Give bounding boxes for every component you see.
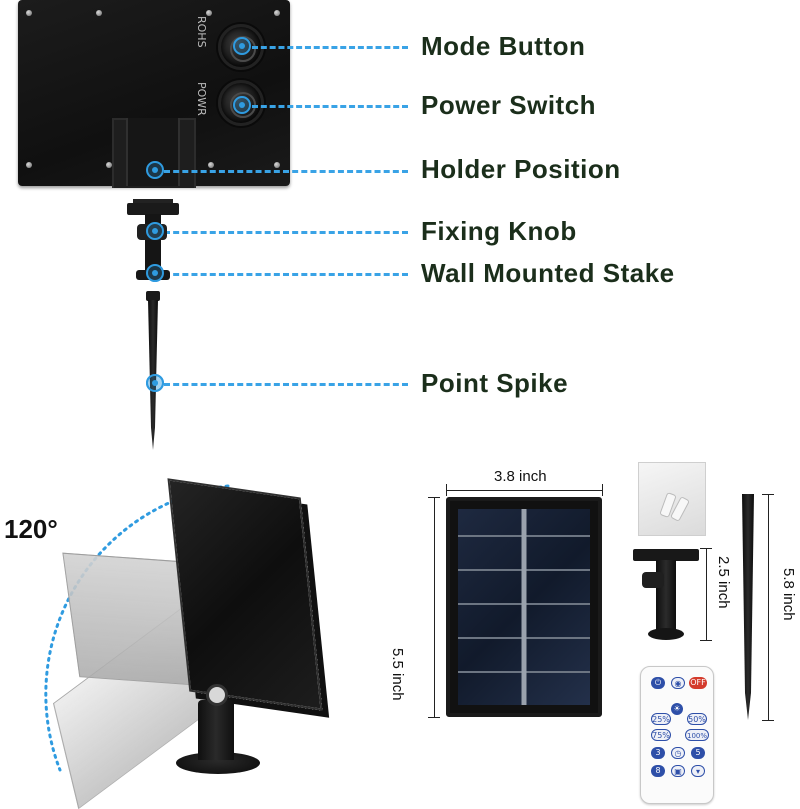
stake-height-line — [706, 548, 707, 640]
stake-head — [127, 203, 179, 215]
stake-clip — [133, 199, 173, 204]
screw — [96, 10, 102, 16]
dim-tick — [700, 640, 712, 641]
screw — [274, 162, 280, 168]
mini-stake-knob — [642, 572, 664, 588]
stake-target-icon — [146, 264, 164, 282]
solar-panel-raised — [167, 478, 323, 711]
mode-button-label: Mode Button — [421, 31, 586, 61]
remote-75-button: 75% — [651, 729, 671, 741]
pivot-knob — [206, 684, 228, 706]
rotation-angle-label: 120° — [4, 514, 58, 544]
remote-8-button: 8 — [651, 765, 665, 777]
mini-stake-post — [656, 560, 676, 630]
wall-mounted-stake-label: Wall Mounted Stake — [421, 258, 675, 288]
dim-tick — [762, 720, 774, 721]
brightness-icon: ☀ — [671, 703, 683, 715]
power-switch-label: Power Switch — [421, 90, 597, 120]
timer-icon: ◷ — [671, 747, 685, 759]
mode-button-leader — [252, 46, 408, 49]
screw — [274, 10, 280, 16]
mode-button-target-icon — [233, 37, 251, 55]
dim-tick — [428, 497, 440, 498]
holder-target-icon — [146, 161, 164, 179]
mini-spike — [742, 494, 754, 720]
screw — [106, 162, 112, 168]
panel-width-line — [446, 490, 602, 491]
rohs-marking: ROHS — [195, 16, 208, 48]
holder-leader — [164, 170, 408, 173]
power-marking: POWR — [195, 82, 208, 116]
dim-tick — [762, 494, 774, 495]
remote-25-button: 25% — [651, 713, 671, 725]
pivot-post — [198, 700, 234, 760]
panel-width-dimension: 3.8 inch — [494, 468, 547, 485]
spike-length-dimension: 5.8 inch — [780, 568, 797, 621]
spike-leader — [164, 383, 408, 386]
mini-stake-head — [633, 549, 699, 561]
remote-5-button: 5 — [691, 747, 705, 759]
dim-tick — [446, 484, 447, 496]
spike-length-line — [768, 494, 769, 720]
knob-leader — [164, 231, 408, 234]
power-switch-target-icon — [233, 96, 251, 114]
solar-panel-front — [446, 497, 602, 717]
holder-position-label: Holder Position — [421, 154, 621, 184]
screw — [206, 10, 212, 16]
stake-leader — [164, 273, 408, 276]
remote-off-button: OFF — [689, 677, 707, 689]
power-on-icon: ⏻ — [651, 677, 665, 689]
power-switch-leader — [252, 105, 408, 108]
dim-tick — [428, 717, 440, 718]
mode-icon: ▣ — [671, 765, 685, 777]
knob-target-icon — [146, 222, 164, 240]
spike-head — [146, 291, 160, 301]
spike-target-icon — [146, 374, 164, 392]
remote-control: ⏻ ◉ OFF 25% ☀ 50% 75% 100% 3 ◷ 5 8 ▣ ▾ — [640, 666, 714, 804]
remote-3-button: 3 — [651, 747, 665, 759]
screw — [208, 162, 214, 168]
screw — [26, 162, 32, 168]
stake-height-dimension: 2.5 inch — [715, 556, 732, 609]
remote-100-button: 100% — [685, 729, 709, 741]
signal-icon: ◉ — [671, 677, 685, 689]
panel-height-line — [434, 497, 435, 717]
panel-height-dimension: 5.5 inch — [389, 648, 406, 701]
pivot-base — [176, 752, 260, 774]
down-icon: ▾ — [691, 765, 705, 777]
fixing-knob-label: Fixing Knob — [421, 216, 577, 246]
dim-tick — [700, 548, 712, 549]
remote-50-button: 50% — [687, 713, 707, 725]
solar-cells — [458, 509, 590, 705]
screw-bag — [638, 462, 706, 536]
screw — [26, 10, 32, 16]
dim-tick — [602, 484, 603, 496]
point-spike-label: Point Spike — [421, 368, 569, 398]
mini-stake-base — [648, 628, 684, 640]
